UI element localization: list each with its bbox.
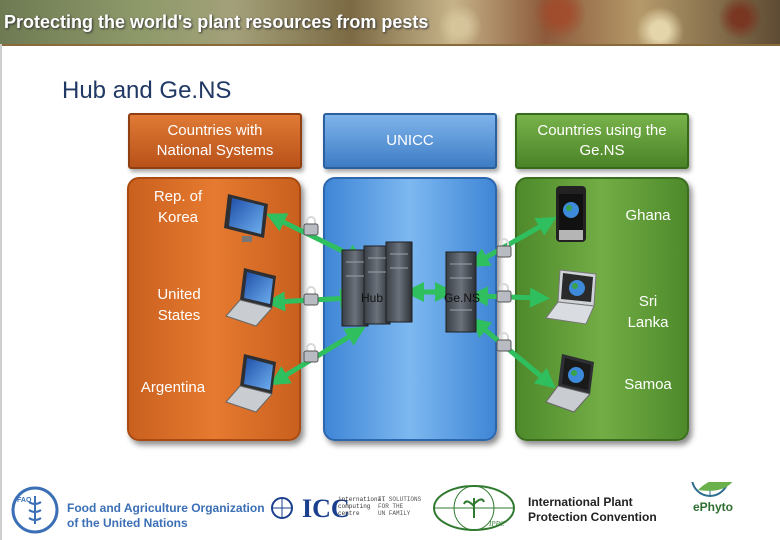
gens-users-header: Countries using the Ge.NS (515, 113, 689, 169)
ippc-name-line1: International Plant (528, 495, 633, 509)
country-label-united-states: United States (141, 285, 217, 326)
lock-icon (303, 216, 319, 236)
national-systems-header-line1: Countries with (167, 121, 263, 139)
unicc-header-label: UNICC (386, 131, 434, 149)
gens-users-panel (515, 177, 689, 441)
laptop-icon (545, 269, 597, 325)
hub-label: Hub (360, 291, 383, 305)
country-label-ghana-text: Ghana (625, 207, 671, 224)
slide-title: Hub and Ge.NS (62, 77, 232, 104)
left-border (0, 44, 2, 540)
country-label-samoa: Samoa (618, 375, 678, 396)
hub-server-rack-icon (341, 241, 413, 327)
country-label-sri-lanka-line1: Sri (638, 293, 658, 310)
lock-icon (303, 343, 319, 363)
icc-slogan-line1: IT SOLUTIONS (378, 496, 422, 503)
laptop-icon (225, 268, 276, 327)
connector-gens-ghana (469, 217, 557, 267)
smartphone-icon (556, 186, 586, 242)
lock-icon (303, 286, 319, 306)
lock-icon (496, 332, 512, 352)
ephyto-name: ePhyto (693, 500, 734, 514)
country-label-samoa-text: Samoa (624, 376, 672, 393)
country-label-us-line1: United (157, 286, 201, 303)
fao-logo-letters: FAO (17, 497, 32, 504)
country-label-korea: Rep. of Korea (140, 187, 216, 228)
un-emblem-icon (271, 497, 293, 519)
banner-title: Protecting the world's plant resources f… (4, 12, 429, 32)
country-label-korea-line1: Rep. of (153, 188, 203, 205)
national-systems-header-line2: National Systems (156, 142, 274, 159)
fao-name-line2: of the United Nations (67, 516, 188, 530)
country-label-ghana: Ghana (618, 206, 678, 227)
country-label-argentina: Argentina (133, 378, 213, 399)
banner-divider (0, 44, 780, 46)
ippc-name-line2: Protection Convention (528, 510, 657, 524)
ephyto-logo-icon (691, 482, 733, 497)
icc-subtitle: international computing centre (338, 496, 385, 518)
laptop-icon (225, 354, 276, 413)
fao-name-line1: Food and Agriculture Organization (67, 501, 265, 515)
ippc-logo-text: IPPC (488, 520, 505, 528)
gens-users-header-line2: Ge.NS (579, 142, 625, 159)
gens-server-icon (445, 251, 477, 333)
country-label-sri-lanka-line2: Lanka (627, 313, 669, 331)
footer-logos: FAO IPPC (11, 482, 733, 534)
icc-slogan-line3: UN FAMILY (378, 510, 411, 518)
country-label-us-line2: States (157, 306, 201, 324)
icc-subtitle-line1: international (338, 496, 385, 503)
fao-logo-icon: FAO (11, 486, 59, 534)
gens-users-header-line1: Countries using the (537, 121, 667, 139)
unicc-header: UNICC (323, 113, 497, 169)
icc-subtitle-line2: computing (338, 503, 371, 511)
ippc-name: International Plant Protection Conventio… (528, 495, 657, 525)
icc-slogan-line2: FOR THE (378, 503, 404, 511)
laptop-icon (545, 354, 594, 413)
ippc-logo-icon: IPPC (433, 485, 515, 531)
fao-name: Food and Agriculture Organization of the… (67, 501, 265, 531)
connector-gens-samoa (470, 317, 556, 389)
icc-subtitle-line3: centre (338, 510, 360, 518)
banner-decoration (380, 0, 780, 44)
national-systems-header: Countries with National Systems (128, 113, 302, 169)
country-label-argentina-text: Argentina (140, 379, 206, 396)
lock-icon (496, 238, 512, 258)
icc-name: ICC (302, 494, 350, 523)
desktop-monitor-icon (224, 194, 268, 242)
gens-server-label: Ge.NS (443, 291, 480, 305)
country-label-korea-line2: Korea (157, 208, 199, 226)
icc-slogan: IT SOLUTIONS FOR THE UN FAMILY (378, 496, 421, 518)
country-label-sri-lanka: Sri Lanka (618, 292, 678, 333)
lock-icon (496, 283, 512, 303)
header-banner: Protecting the world's plant resources f… (0, 0, 780, 44)
